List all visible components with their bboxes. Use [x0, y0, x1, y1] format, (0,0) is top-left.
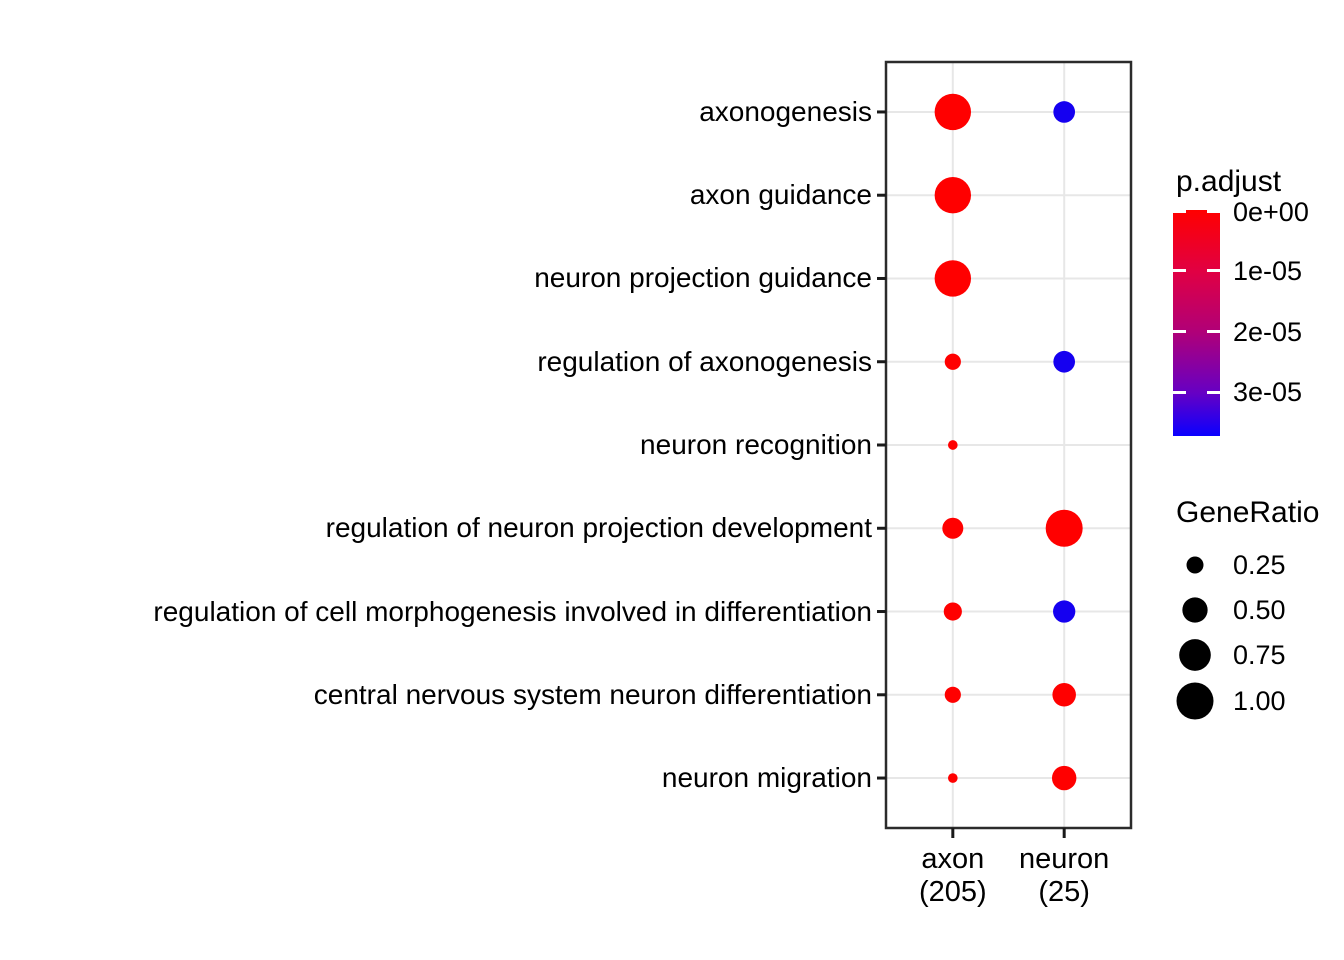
cluster-name: neuron [1019, 843, 1110, 875]
data-dot [934, 177, 972, 214]
data-dot [947, 773, 958, 783]
data-dot [1053, 101, 1076, 123]
data-dot [942, 517, 964, 539]
data-dot [947, 440, 958, 450]
x-axis-label: axon(205) [843, 843, 1063, 909]
size-legend-dot [1186, 556, 1204, 574]
colorbar-tick [1207, 390, 1220, 394]
size-legend-label: 0.50 [1233, 595, 1286, 625]
colorbar-tick-label: 3e-05 [1233, 377, 1303, 408]
y-axis-label: central nervous system neuron differenti… [313, 678, 872, 710]
data-dot [1051, 765, 1077, 791]
cluster-name: axon [921, 843, 985, 875]
data-dot [944, 353, 961, 370]
padjust-legend-title: p.adjust [1176, 165, 1282, 198]
y-axis-label: axonogenesis [699, 95, 872, 127]
size-legend-label: 1.00 [1233, 686, 1286, 716]
cluster-gene-count: (205) [918, 876, 987, 908]
colorbar-tick-label: 2e-05 [1233, 316, 1303, 347]
y-axis-label: neuron projection guidance [534, 262, 872, 294]
data-dot [1052, 683, 1076, 707]
data-dot [1053, 350, 1076, 373]
colorbar-tick [1207, 269, 1220, 273]
colorbar-tick [1173, 390, 1186, 394]
y-axis-label: neuron recognition [640, 429, 872, 460]
colorbar-tick-label: 1e-05 [1233, 255, 1303, 286]
y-axis-label: neuron migration [661, 762, 872, 794]
x-axis-label: neuron(25) [954, 843, 1174, 909]
colorbar-tick [1207, 330, 1220, 333]
colorbar-tick [1173, 269, 1186, 273]
generatio-legend-title: GeneRatio [1176, 496, 1320, 529]
data-dot [934, 93, 972, 131]
cluster-gene-count: (25) [1038, 876, 1090, 908]
data-dot [1053, 600, 1076, 623]
padjust-colorbar [1173, 210, 1220, 436]
data-dot [934, 260, 972, 297]
y-axis-label: regulation of axonogenesis [537, 345, 872, 377]
colorbar-tick [1173, 330, 1186, 333]
colorbar-tick [1173, 210, 1186, 214]
data-dot [944, 686, 961, 703]
y-axis-label: axon guidance [689, 179, 872, 211]
y-axis-label: regulation of cell morphogenesis involve… [153, 595, 872, 627]
size-legend-label: 0.25 [1233, 550, 1286, 580]
y-axis-label: regulation of neuron projection developm… [325, 512, 872, 544]
size-legend-dot [1176, 682, 1214, 720]
size-legend-label: 0.75 [1233, 640, 1286, 670]
colorbar-tick-label: 0e+00 [1233, 196, 1309, 227]
colorbar-tick [1207, 210, 1220, 214]
size-legend-dot [1182, 597, 1208, 623]
data-dot [1045, 509, 1083, 547]
size-legend-dot [1179, 639, 1211, 671]
data-dot [943, 602, 962, 621]
